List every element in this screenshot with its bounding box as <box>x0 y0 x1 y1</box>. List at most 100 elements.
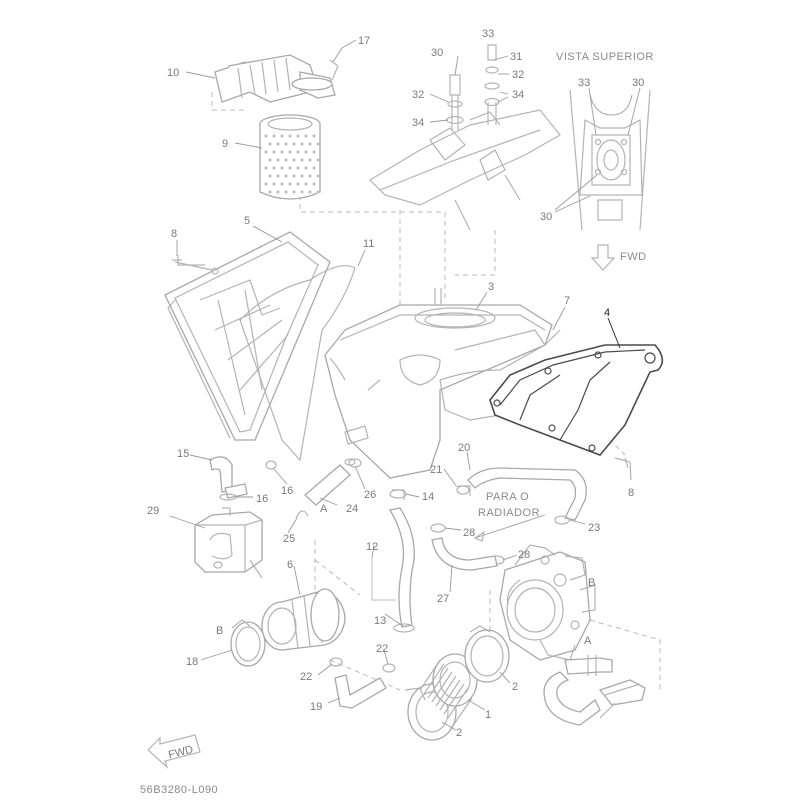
label-part-3: 3 <box>488 281 494 293</box>
label-part-14: 14 <box>422 491 434 503</box>
label-part-8-b: 8 <box>628 487 634 499</box>
fwd-arrow-icon <box>590 244 616 271</box>
filter-perforation <box>264 166 268 170</box>
label-part-34-a: 34 <box>412 117 424 129</box>
label-fwd-top: FWD <box>620 251 647 263</box>
airbox-body-3 <box>324 288 553 479</box>
filter-perforation <box>280 134 284 138</box>
filter-perforation <box>264 150 268 154</box>
filter-perforation <box>304 182 308 186</box>
label-part-26: 26 <box>364 489 376 501</box>
label-part-28-b: 28 <box>518 549 530 561</box>
label-part-33-b: 33 <box>578 77 590 89</box>
filter-perforation <box>280 182 284 186</box>
label-part-17: 17 <box>358 35 370 47</box>
intake-duct-10 <box>214 47 343 103</box>
side-cover-7 <box>439 329 561 421</box>
filter-perforation <box>300 158 304 162</box>
filter-perforation <box>300 190 304 194</box>
label-part-7: 7 <box>564 295 570 307</box>
filter-perforation <box>272 166 276 170</box>
label-part-8-a: 8 <box>171 228 177 240</box>
callout-labels: 10 9 17 30 33 31 32 32 34 34 VISTA SUPER… <box>140 28 654 796</box>
filter-perforation <box>296 182 300 186</box>
top-view-inset <box>554 87 651 271</box>
airbox-cover-5 <box>164 231 331 441</box>
small-hose-19 <box>329 657 396 709</box>
filter-perforation <box>264 182 268 186</box>
filter-perforation <box>284 174 288 178</box>
label-fwd-badge: FWD <box>167 744 194 762</box>
filter-perforation <box>292 142 296 146</box>
filter-perforation <box>292 158 296 162</box>
filter-perforation <box>272 134 276 138</box>
filter-perforation <box>268 142 272 146</box>
carb-joint-1 <box>404 625 510 741</box>
label-part-15: 15 <box>177 448 189 460</box>
label-part-24: 24 <box>346 503 358 515</box>
label-part-4: 4 <box>604 307 610 319</box>
filter-perforation <box>272 150 276 154</box>
label-part-19: 19 <box>310 701 322 713</box>
label-part-34-b: 34 <box>512 89 524 101</box>
label-part-16-a: 16 <box>256 493 268 505</box>
filter-perforation <box>268 174 272 178</box>
filter-perforation <box>288 134 292 138</box>
filter-perforation <box>300 174 304 178</box>
breather-hoses <box>543 655 646 726</box>
filter-perforation <box>268 190 272 194</box>
label-marker-b-left: B <box>216 625 223 637</box>
filter-perforation <box>268 158 272 162</box>
throttle-body <box>499 544 596 661</box>
canister-29 <box>194 507 263 579</box>
filter-perforation <box>276 142 280 146</box>
label-part-6: 6 <box>287 559 293 571</box>
label-part-10: 10 <box>167 67 179 79</box>
label-part-23: 23 <box>588 522 600 534</box>
filter-perforation <box>304 150 308 154</box>
label-part-22-a: 22 <box>300 671 312 683</box>
filter-perforation <box>316 174 320 178</box>
filter-perforation <box>308 190 312 194</box>
label-part-16-b: 16 <box>281 485 293 497</box>
filter-perforation <box>304 134 308 138</box>
label-part-25: 25 <box>283 533 295 545</box>
label-part-21: 21 <box>430 464 442 476</box>
filter-perforation <box>288 166 292 170</box>
label-part-32-a: 32 <box>412 89 424 101</box>
filter-perforation <box>312 182 316 186</box>
filter-perforation <box>276 158 280 162</box>
fwd-badge-icon <box>147 734 201 769</box>
filter-perforation <box>288 150 292 154</box>
label-part-27: 27 <box>437 593 449 605</box>
label-part-30-c: 30 <box>540 211 552 223</box>
label-vista-superior: VISTA SUPERIOR <box>556 51 654 63</box>
filter-perforation <box>308 142 312 146</box>
label-part-1: 1 <box>485 709 491 721</box>
filter-perforation <box>288 182 292 186</box>
label-part-20: 20 <box>458 442 470 454</box>
intake-joint-6 <box>230 588 346 667</box>
label-part-32-b: 32 <box>512 69 524 81</box>
filter-perforation <box>316 190 320 194</box>
label-part-12: 12 <box>366 541 378 553</box>
filter-perforation <box>300 142 304 146</box>
filter-perforation <box>312 166 316 170</box>
filter-perforation <box>304 166 308 170</box>
filter-perforation <box>292 174 296 178</box>
filter-perforation <box>308 158 312 162</box>
side-cover-4-highlighted <box>489 344 664 456</box>
filter-perforation <box>272 182 276 186</box>
label-part-9: 9 <box>222 138 228 150</box>
air-filter-9 <box>259 114 321 200</box>
label-part-22-b: 22 <box>376 643 388 655</box>
label-part-18: 18 <box>186 656 198 668</box>
label-part-33-a: 33 <box>482 28 494 40</box>
seal-11 <box>239 265 356 462</box>
filter-perforation <box>284 158 288 162</box>
label-marker-a-left: A <box>320 503 328 515</box>
label-part-31: 31 <box>510 51 522 63</box>
filter-perforation <box>264 134 268 138</box>
label-radiador: RADIADOR <box>478 507 540 519</box>
